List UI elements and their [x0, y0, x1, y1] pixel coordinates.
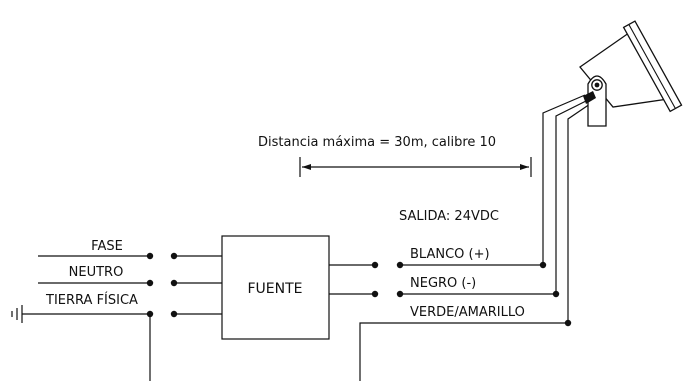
distance-dimension: Distancia máxima = 30m, calibre 10: [258, 135, 532, 177]
arrow-left-icon: [302, 164, 311, 170]
distance-label: Distancia máxima = 30m, calibre 10: [258, 135, 496, 150]
output-wiring: SALIDA: 24VDC BLANCO (+) NEGRO (-) VERDE…: [329, 94, 591, 381]
output-voltage-label: SALIDA: 24VDC: [399, 209, 499, 224]
lamp-icon: [579, 20, 683, 127]
blanco-label: BLANCO (+): [410, 247, 490, 262]
power-supply-label: FUENTE: [247, 281, 302, 297]
input-wiring: FASE NEUTRO TIERRA FÍSICA: [11, 239, 222, 381]
neutro-terminal: [146, 279, 154, 287]
arrow-right-icon: [520, 164, 529, 170]
blanco-terminal-box: [371, 261, 379, 269]
verde-label: VERDE/AMARILLO: [410, 305, 525, 320]
ground-icon: [11, 305, 23, 323]
negro-terminal-box: [371, 290, 379, 298]
fase-label: FASE: [91, 239, 123, 254]
power-supply-box: FUENTE: [221, 235, 330, 340]
neutro-label: NEUTRO: [69, 265, 124, 280]
negro-label: NEGRO (-): [410, 276, 476, 291]
tierra-label: TIERRA FÍSICA: [45, 292, 138, 308]
fase-terminal: [146, 252, 154, 260]
